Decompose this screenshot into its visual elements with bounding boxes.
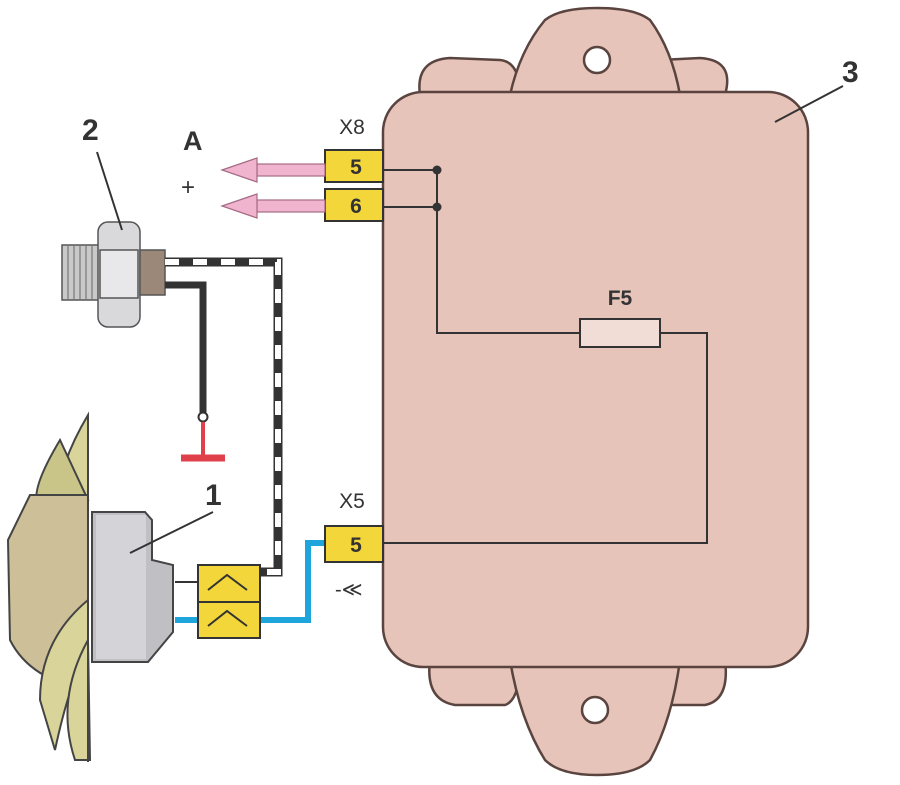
striped-wire-stripes [165,259,281,575]
ground-wire [165,281,207,413]
fan-motor [6,411,174,762]
callout-2: 2 [82,114,99,147]
temperature-sensor [61,221,166,328]
callout-2-leader [96,151,123,231]
ground-symbol [181,422,225,462]
fuse-label: F5 [608,287,633,310]
x5-pin-5 [324,525,384,563]
x8-pin-5 [324,149,384,183]
callout-1-leader [129,511,214,554]
connector-symbol: -≪ [335,579,363,601]
polarity-plus: + [181,174,195,201]
junction-dot [432,202,442,212]
callout-3-leader [774,85,844,123]
x8-pin-6-label: 6 [350,195,362,218]
output-label-a: A [183,126,203,156]
internal-circuit [383,169,708,544]
callout-3: 3 [842,56,859,89]
striped-wire [165,257,283,577]
connector-x5-label: X5 [339,490,365,513]
x8-pin-5-label: 5 [350,156,362,179]
junction-dot [432,165,442,175]
output-arrows [220,157,326,219]
x5-pin-5-label: 5 [350,534,362,557]
fuse-f5 [579,318,661,348]
relay-block [381,6,810,777]
callout-1: 1 [205,479,222,512]
blue-wire [260,540,325,623]
connector-x8-label: X8 [339,116,365,139]
fan-connector [197,564,261,639]
ground-terminal [197,411,209,423]
